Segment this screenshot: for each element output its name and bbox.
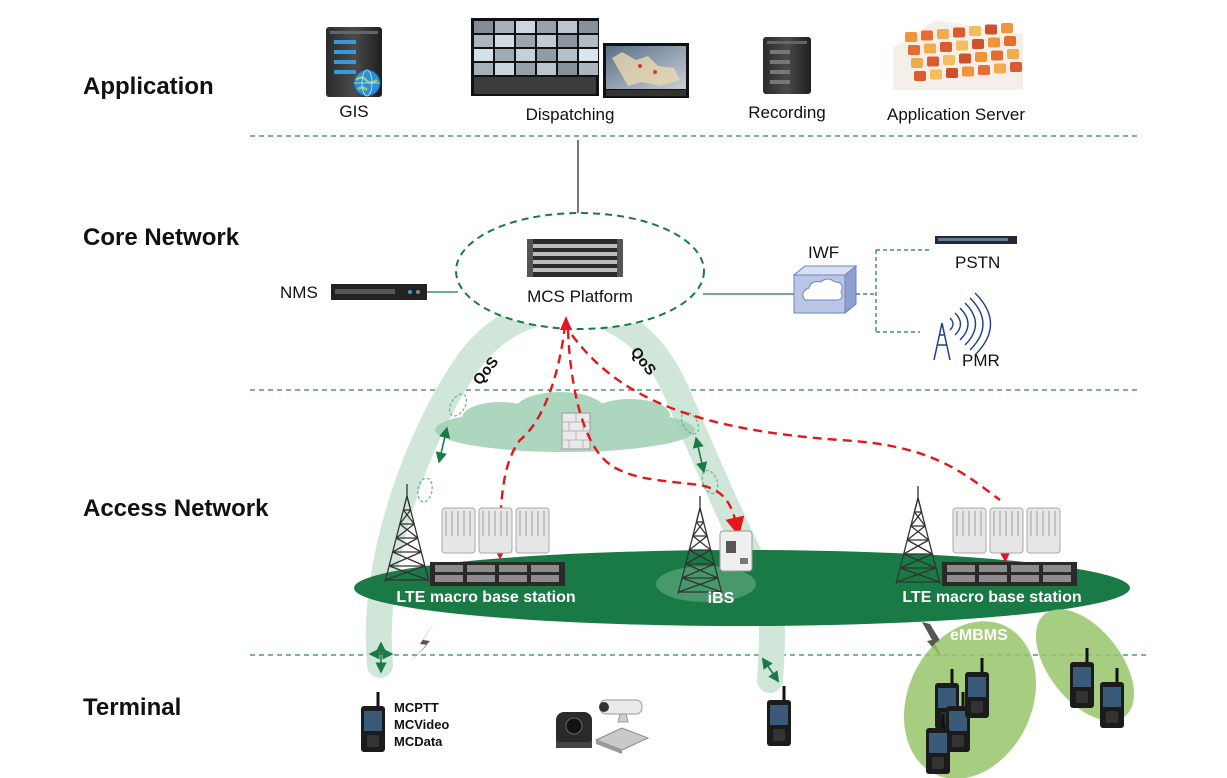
- lattice-tower-icon-right: [895, 486, 941, 585]
- nms-label: NMS: [280, 283, 318, 302]
- layer-label-terminal: Terminal: [83, 694, 181, 721]
- pmr-node: PMR: [933, 292, 1000, 370]
- recording-node: Recording: [748, 37, 826, 122]
- gis-node: GIS: [326, 27, 382, 121]
- firewall-icon: [561, 412, 591, 450]
- lte-right-label: LTE macro base station: [902, 589, 1081, 606]
- nms-rack-server-icon: [331, 284, 427, 300]
- handset-icon-embms: [1100, 668, 1124, 728]
- ptz-camera-icon: [556, 712, 592, 748]
- recording-label: Recording: [748, 103, 826, 122]
- bullet-camera-icon: [599, 699, 643, 723]
- pstn-label: PSTN: [955, 253, 1000, 272]
- terminal-devices: [361, 648, 1124, 774]
- rru-cluster-icon-right: [952, 507, 1061, 554]
- pstn-switch-icon: [935, 236, 1017, 244]
- handset-icon-embms: [926, 714, 950, 774]
- edge-device-icon: [594, 727, 650, 754]
- handset-icon-embms: [946, 692, 970, 752]
- video-wall-icon: [471, 18, 599, 96]
- layer-label-application: Application: [83, 73, 214, 100]
- mcs-chassis-icon: [527, 239, 623, 277]
- recording-server-icon: [763, 37, 811, 94]
- qos-arrows: [368, 426, 780, 683]
- application-server-label: Application Server: [887, 105, 1025, 124]
- service-list: MCPTT MCVideo MCData: [394, 700, 449, 749]
- mcs-platform-label: MCS Platform: [527, 287, 633, 306]
- lte-station-left: LTE macro base station: [384, 484, 576, 606]
- ibs-unit-icon: [719, 530, 753, 572]
- pstn-node: PSTN: [935, 236, 1017, 272]
- dispatching-node: Dispatching: [471, 18, 689, 124]
- layer-label-access: Access Network: [83, 495, 269, 522]
- dispatching-label: Dispatching: [526, 105, 615, 124]
- lattice-tower-icon-left: [384, 484, 430, 583]
- handset-icon-embms: [1070, 648, 1094, 708]
- iwf-label: IWF: [808, 243, 839, 262]
- bbu-rack-icon-left: [430, 562, 565, 586]
- lte-station-right: LTE macro base station: [895, 486, 1082, 606]
- app-tiles-icon: [893, 20, 1023, 90]
- globe-icon: [353, 69, 381, 97]
- handset-icon-embms: [965, 658, 989, 718]
- service-mcvideo: MCVideo: [394, 717, 449, 732]
- application-server-node: Application Server: [887, 20, 1025, 124]
- embms-label: eMBMS: [950, 627, 1008, 644]
- pmr-label: PMR: [962, 351, 1000, 370]
- ibs-highlight: [656, 566, 756, 602]
- service-mcdata: MCData: [394, 734, 443, 749]
- iwf-gateway-icon: [792, 264, 858, 315]
- radio-tower-icon: [933, 322, 951, 361]
- bbu-rack-icon-right: [942, 562, 1077, 586]
- handset-icon-ibs: [767, 686, 791, 746]
- service-mcptt: MCPTT: [394, 700, 439, 715]
- rru-cluster-icon-left: [441, 507, 550, 554]
- ibs-station: iBS: [677, 496, 753, 607]
- qos-rings: [417, 393, 719, 503]
- handset-icon-mcptt: [361, 692, 385, 752]
- gis-label: GIS: [339, 102, 368, 121]
- layer-label-core: Core Network: [83, 224, 240, 251]
- iwf-node: IWF: [703, 243, 930, 333]
- ibs-label: iBS: [708, 590, 735, 607]
- nms-node: NMS: [280, 283, 458, 302]
- lte-left-label: LTE macro base station: [396, 589, 575, 606]
- mcs-platform-node: MCS Platform: [455, 212, 705, 330]
- mcs-signal-arrow-icon: [560, 316, 572, 330]
- lattice-tower-icon-ibs: [677, 496, 723, 595]
- radio-waves-icon: [949, 292, 992, 356]
- map-monitor-icon: [603, 43, 689, 98]
